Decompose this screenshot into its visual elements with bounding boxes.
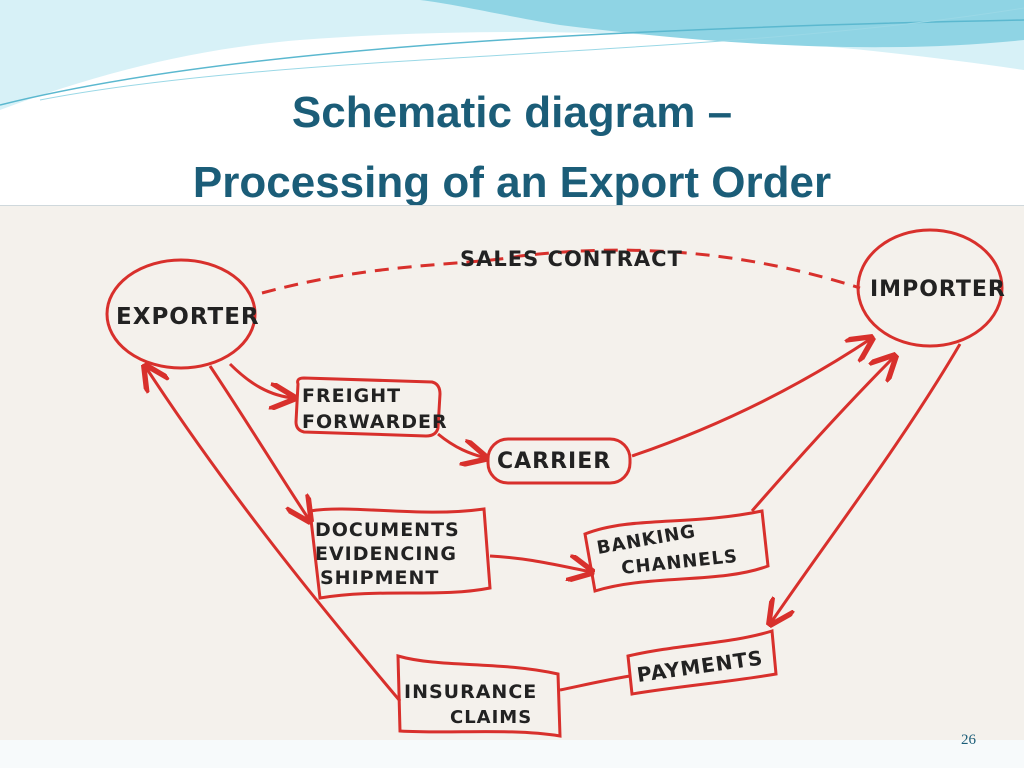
documents-label-1: DOCUMENTS (315, 519, 460, 541)
page-number: 26 (961, 732, 976, 749)
freight-forwarder-label-2: FORWARDER (302, 411, 448, 433)
edge-exporter-to-documents (210, 366, 310, 521)
freight-forwarder-node: FREIGHT FORWARDER (296, 378, 448, 436)
edge-documents-to-banking (490, 556, 592, 572)
footer-bar (0, 740, 1024, 768)
carrier-node: CARRIER (488, 439, 630, 483)
edge-exporter-to-freight (230, 364, 294, 398)
payments-node: PAYMENTS (628, 631, 776, 694)
sales-contract-label: SALES CONTRACT (460, 247, 683, 271)
slide-title: Schematic diagram – Processing of an Exp… (0, 78, 1024, 218)
edge-payments-to-insurance (560, 676, 630, 690)
diagram-photo: SALES CONTRACT EXPORTER IMPORTER FREIGHT… (0, 205, 1024, 741)
freight-forwarder-label-1: FREIGHT (302, 385, 401, 407)
documents-label-3: SHIPMENT (320, 567, 439, 589)
insurance-claims-label-2: CLAIMS (450, 707, 532, 728)
title-line-1: Schematic diagram – (0, 78, 1024, 148)
exporter-label: EXPORTER (116, 304, 260, 330)
insurance-claims-node: INSURANCE CLAIMS (398, 656, 560, 736)
edge-banking-to-importer (752, 356, 895, 511)
edge-freight-to-carrier (438, 434, 486, 458)
edge-carrier-to-importer (632, 338, 872, 456)
importer-label: IMPORTER (870, 277, 1006, 302)
insurance-claims-label-1: INSURANCE (404, 681, 537, 703)
carrier-label: CARRIER (497, 449, 611, 474)
exporter-node: EXPORTER (107, 260, 260, 368)
documents-label-2: EVIDENCING (315, 543, 457, 565)
banking-channels-node: BANKING CHANNELS (585, 511, 768, 591)
export-order-diagram: SALES CONTRACT EXPORTER IMPORTER FREIGHT… (0, 206, 1024, 741)
documents-node: DOCUMENTS EVIDENCING SHIPMENT (310, 509, 490, 598)
importer-node: IMPORTER (858, 230, 1006, 346)
